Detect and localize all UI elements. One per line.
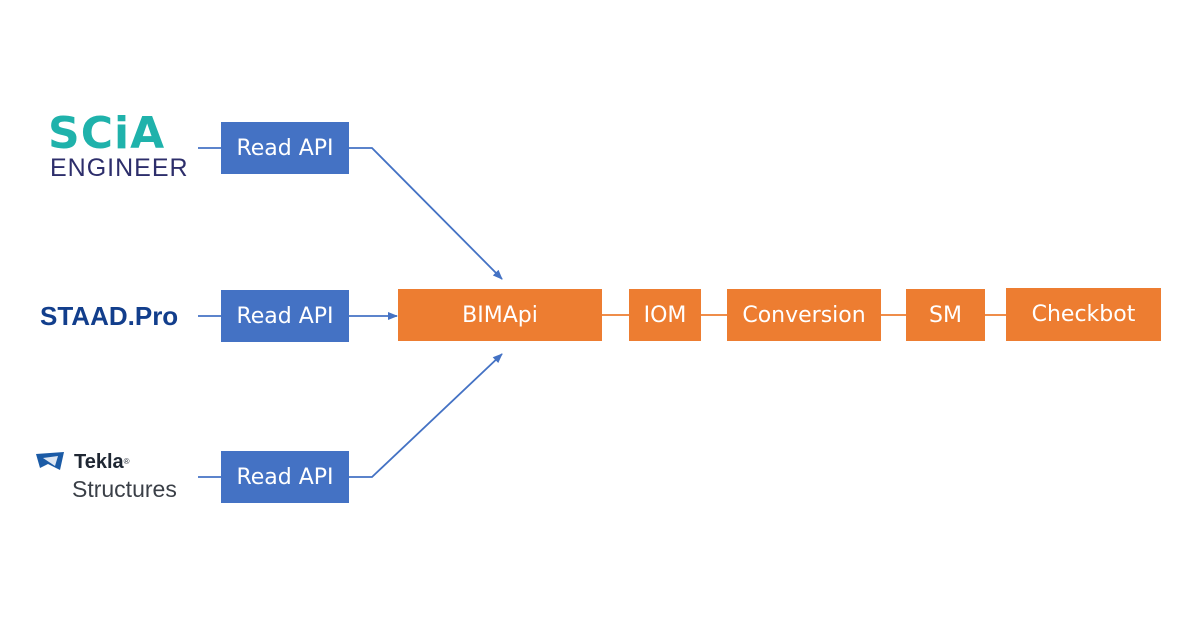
tekla-logo-name: Tekla xyxy=(74,451,124,473)
tekla-logo-subtitle: Structures xyxy=(72,476,177,502)
scia-logo-subtitle: ENGINEER xyxy=(50,154,189,182)
arrow-top-read-api-to-bimapi xyxy=(349,147,503,280)
tekla-registered-mark: ® xyxy=(123,457,130,466)
sm-box: SM xyxy=(906,289,985,341)
read-api-box-bottom: Read API xyxy=(221,451,349,503)
bimapi-box: BIMApi xyxy=(398,289,602,341)
tekla-logo-wordmark: Tekla® xyxy=(74,450,130,474)
checkbot-box: Checkbot xyxy=(1006,288,1161,341)
iom-box: IOM xyxy=(629,289,701,341)
staad-pro-logo: STAAD.Pro xyxy=(40,301,179,331)
read-api-box-middle: Read API xyxy=(221,290,349,342)
scia-engineer-logo: SCiA ENGINEER xyxy=(48,112,198,184)
read-api-box-top: Read API xyxy=(221,122,349,174)
conversion-box: Conversion xyxy=(727,289,881,341)
arrow-bottom-read-api-to-bimapi xyxy=(349,353,503,478)
scia-logo-wordmark: SCiA xyxy=(48,108,166,159)
tekla-mark-icon xyxy=(36,452,64,470)
tekla-structures-logo: Tekla® Structures xyxy=(34,450,199,506)
